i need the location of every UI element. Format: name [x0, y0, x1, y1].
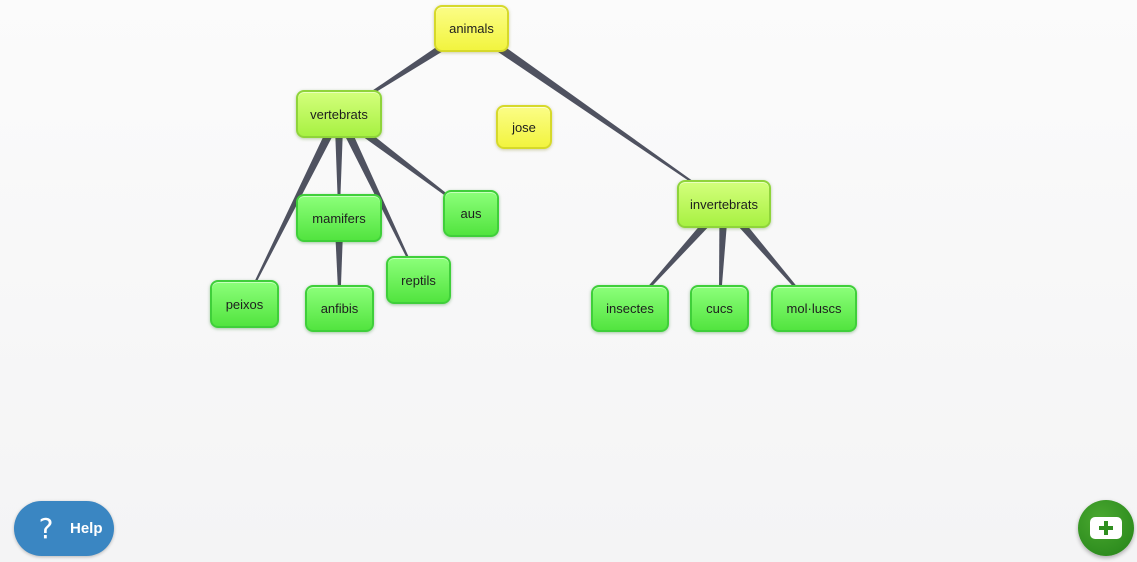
concept-node-jose[interactable]: jose: [496, 105, 552, 149]
question-mark-icon: ?: [38, 511, 54, 545]
concept-node-reptils[interactable]: reptils: [386, 256, 451, 304]
concept-node-vertebrats[interactable]: vertebrats: [296, 90, 382, 138]
concept-node-aus[interactable]: aus: [443, 190, 499, 237]
concept-node-molluscs[interactable]: mol·luscs: [771, 285, 857, 332]
concept-node-insectes[interactable]: insectes: [591, 285, 669, 332]
concept-node-mamifers[interactable]: mamifers: [296, 194, 382, 242]
concept-node-peixos[interactable]: peixos: [210, 280, 279, 328]
plus-icon: [1090, 517, 1122, 539]
help-label: Help: [70, 520, 103, 537]
help-button[interactable]: ? Help: [14, 501, 114, 556]
concept-node-cucs[interactable]: cucs: [690, 285, 749, 332]
add-button[interactable]: [1078, 500, 1134, 556]
concept-node-anfibis[interactable]: anfibis: [305, 285, 374, 332]
concept-node-invertebrats[interactable]: invertebrats: [677, 180, 771, 228]
concept-node-animals[interactable]: animals: [434, 5, 509, 52]
